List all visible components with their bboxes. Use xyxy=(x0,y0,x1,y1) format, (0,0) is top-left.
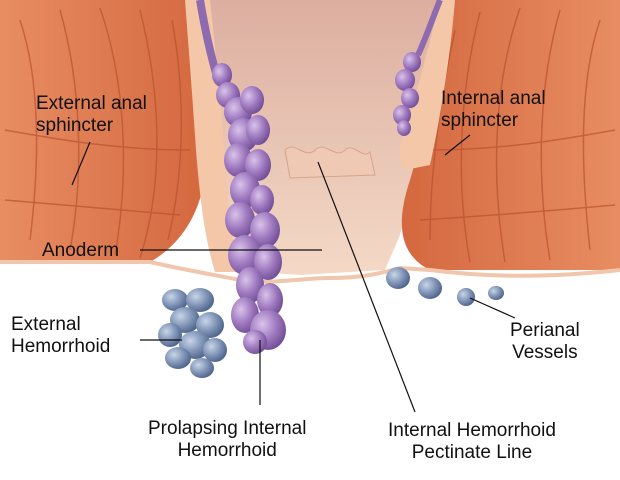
external-sphincter-right xyxy=(401,0,620,270)
label-line: sphincter xyxy=(441,110,519,131)
label-external-anal-sphincter: External anal sphincter xyxy=(36,93,147,137)
label-line: Perianal xyxy=(510,320,580,341)
muscle-fibers-right xyxy=(419,7,616,263)
muscle-fibers-left xyxy=(4,7,191,259)
leader-external-sphincter xyxy=(71,141,91,186)
right-internal-hemorrhoid xyxy=(393,0,443,136)
prolapsing-internal-hemorrhoid xyxy=(231,297,286,354)
label-line: External anal xyxy=(36,93,147,114)
internal-sphincter-left xyxy=(185,0,240,272)
internal-sphincter-right xyxy=(399,0,455,170)
label-line: Vessels xyxy=(512,342,578,363)
perianal-skin xyxy=(0,262,620,475)
label-internal-hemorrhoid: Internal Hemorrhoid xyxy=(388,420,556,441)
label-line: Hemorrhoid xyxy=(177,440,277,461)
leader-pectinate-line xyxy=(317,161,416,413)
leader-internal-sphincter xyxy=(444,134,471,156)
label-external-hemorrhoid: External Hemorrhoid xyxy=(11,314,110,358)
label-line: Hemorrhoid xyxy=(11,336,111,357)
skin-edge xyxy=(0,260,620,284)
label-line: External xyxy=(11,314,81,335)
label-anoderm: Anoderm xyxy=(42,240,120,261)
label-pectinate-line: Pectinate Line xyxy=(411,442,533,463)
leader-perianal-vessels xyxy=(469,297,516,319)
label-line: sphincter xyxy=(36,115,114,136)
external-hemorrhoid xyxy=(158,288,227,378)
pectinate-folds xyxy=(284,146,376,179)
label-line: Prolapsing Internal xyxy=(148,418,307,439)
label-prolapsing-internal-hemorrhoid: Prolapsing Internal Hemorrhoid xyxy=(148,418,306,462)
external-sphincter-left xyxy=(0,0,207,262)
label-line: Internal anal xyxy=(441,88,546,109)
internal-hemorrhoid-column xyxy=(196,0,283,317)
label-perianal-vessels: Perianal Vessels xyxy=(510,320,580,364)
leader-lines xyxy=(71,134,516,413)
perianal-vessels xyxy=(386,267,504,306)
label-internal-anal-sphincter: Internal anal sphincter xyxy=(441,88,546,132)
label-internal-hemorrhoid-pectinate: Internal Hemorrhoid Pectinate Line xyxy=(388,420,556,464)
